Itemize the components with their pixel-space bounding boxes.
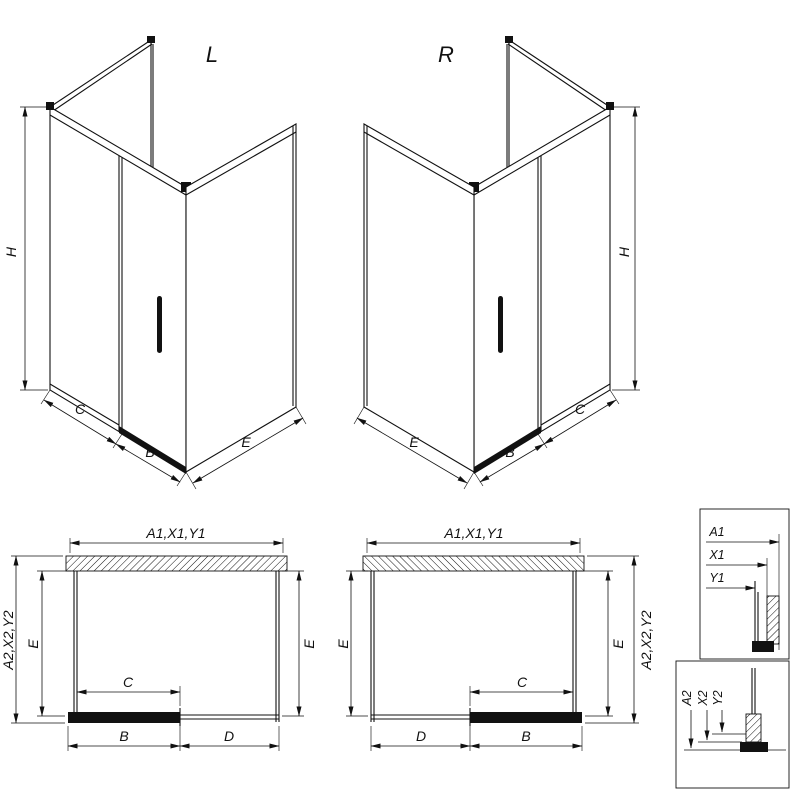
plan-view-left: A1,X1,Y1 A2,X2,Y2 E E C B D xyxy=(0,525,317,751)
dim-label-width-plan-left: A1,X1,Y1 xyxy=(145,525,205,541)
dim-label-fixed-right: C xyxy=(575,401,586,417)
dim-label-depth-right-plan-right: E xyxy=(610,639,626,649)
plan-drawing-left xyxy=(11,538,304,751)
dim-label-fixed-left: C xyxy=(75,401,86,417)
dim-label-outer-plan-right: A2,X2,Y2 xyxy=(638,610,654,670)
detail-bottom-border xyxy=(675,660,790,789)
detail-view-top-profile: A1 X1 Y1 xyxy=(699,508,790,660)
dim-label-door-right: B xyxy=(505,444,514,460)
iso-enclosure-drawing-left xyxy=(20,36,306,489)
detail-view-bottom-profile: A2 X2 Y2 xyxy=(675,660,790,789)
dim-label-width-plan-right: A1,X1,Y1 xyxy=(443,525,503,541)
dim-label-side-left: E xyxy=(241,434,251,450)
variant-label-left: L xyxy=(206,42,218,67)
dim-label-depth-left-plan-right: E xyxy=(335,639,351,649)
dim-label-outer-plan-left: A2,X2,Y2 xyxy=(0,610,16,670)
dim-label-door-left: B xyxy=(145,444,154,460)
dim-label-height-left: H xyxy=(3,246,19,257)
profile-bracket xyxy=(752,641,774,652)
dim-label-height-right: H xyxy=(616,246,632,257)
bottom-profile-section xyxy=(745,713,762,743)
detail-dim-label-x2: X2 xyxy=(696,690,710,706)
dim-label-door-plan-right: B xyxy=(521,728,530,744)
dim-label-side-right: E xyxy=(409,434,419,450)
wall-profile-section xyxy=(766,595,780,645)
dim-label-opening-plan-right: C xyxy=(517,674,528,690)
detail-dim-label-y2: Y2 xyxy=(711,690,725,705)
dim-label-depth-right-plan-left: E xyxy=(301,639,317,649)
detail-dim-label-a1: A1 xyxy=(708,525,724,539)
variant-label-right: R xyxy=(438,42,454,67)
iso-enclosure-drawing-right xyxy=(354,36,640,489)
detail-dim-label-x1: X1 xyxy=(708,548,724,562)
detail-dim-label-y1: Y1 xyxy=(709,571,724,585)
dim-label-fixed-plan-left: D xyxy=(224,728,234,744)
detail-top-border xyxy=(699,508,790,660)
dim-label-opening-plan-left: C xyxy=(123,674,134,690)
detail-dim-label-a2: A2 xyxy=(680,690,694,706)
plan-view-right: A1,X1,Y1 A2,X2,Y2 E E C B D xyxy=(335,525,654,751)
iso-view-left: L H C B E xyxy=(3,36,306,489)
plan-drawing-right xyxy=(346,538,639,751)
dim-label-fixed-plan-right: D xyxy=(416,728,426,744)
bottom-track-block xyxy=(740,742,768,752)
dim-label-door-plan-left: B xyxy=(119,728,128,744)
iso-view-right: R H C B E xyxy=(354,36,640,489)
dim-label-depth-left-plan-left: E xyxy=(25,639,41,649)
